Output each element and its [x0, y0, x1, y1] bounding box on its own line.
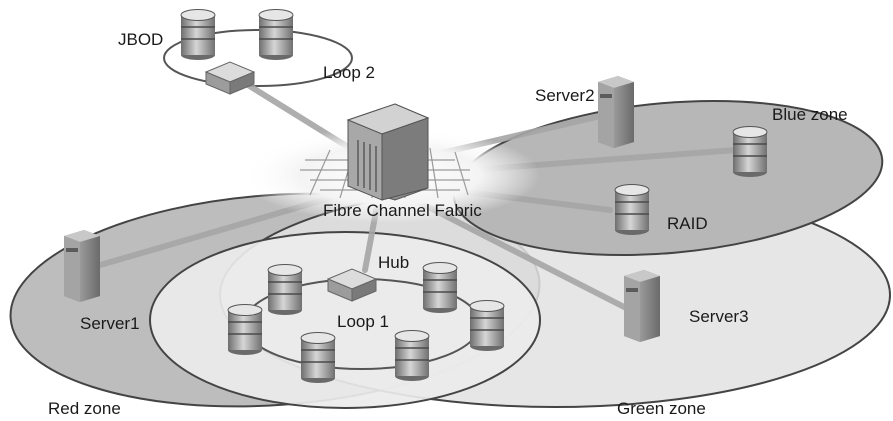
- loop1-disk-icon: [267, 263, 303, 316]
- fabric-switch: [346, 103, 430, 201]
- server1-icon: [64, 230, 100, 302]
- blue-zone-label: Blue zone: [772, 105, 848, 124]
- jbod-disk-icon: [180, 8, 216, 61]
- hub-label: Hub: [378, 253, 409, 272]
- loop2-hub-icon: [205, 61, 255, 95]
- loop2-label: Loop 2: [323, 63, 375, 82]
- server1-label: Server1: [80, 314, 140, 333]
- loop1-label: Loop 1: [337, 312, 389, 331]
- loop2-ring: [163, 29, 353, 87]
- server2-label: Server2: [535, 86, 595, 105]
- jbod-label: JBOD: [118, 30, 163, 49]
- jbod-disk-icon: [258, 8, 294, 61]
- server3-label: Server3: [689, 307, 749, 326]
- server3-icon: [624, 270, 660, 342]
- server2-icon: [598, 76, 634, 148]
- raid-disk-icon: [614, 183, 650, 236]
- red-zone-label: Red zone: [48, 399, 121, 418]
- raid-label: RAID: [667, 214, 708, 233]
- loop1-disk-icon: [300, 331, 336, 384]
- loop1-disk-icon: [394, 329, 430, 382]
- loop1-disk-icon: [422, 261, 458, 314]
- green-zone-label: Green zone: [617, 399, 706, 418]
- loop1-disk-icon: [469, 299, 505, 352]
- loop1-disk-icon: [227, 303, 263, 356]
- raid-disk-icon: [732, 125, 768, 178]
- fabric-label: Fibre Channel Fabric: [323, 201, 482, 220]
